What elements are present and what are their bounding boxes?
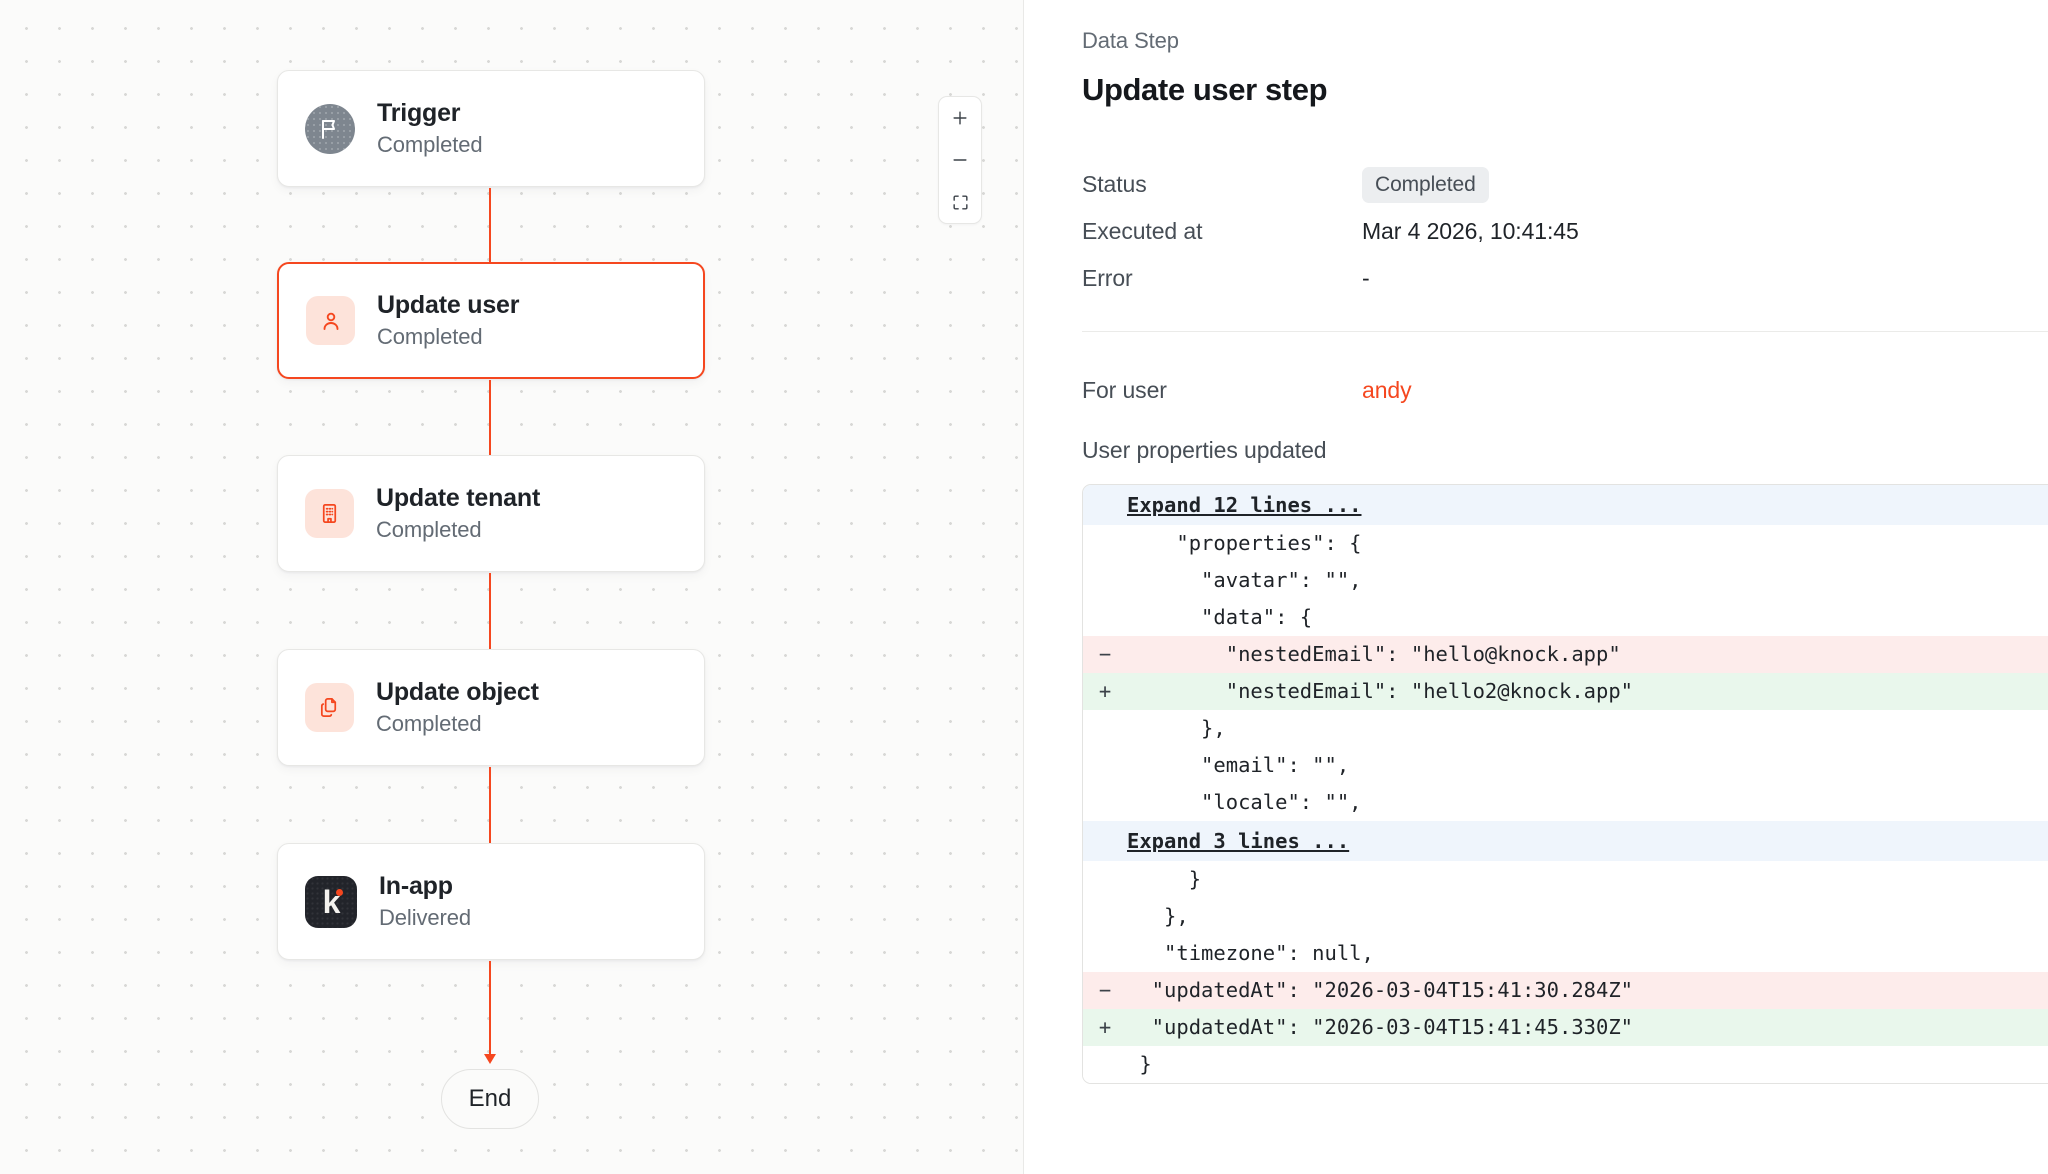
executed-at-label: Executed at [1082,218,1203,244]
user-icon [306,296,355,345]
diff-line-row: + "updatedAt": "2026-03-04T15:41:45.330Z… [1083,1009,2048,1046]
diff-sign: + [1098,679,1112,703]
status-badge: Completed [1362,166,1489,203]
diff-code: }, [1127,716,1226,740]
diff-line-row: } [1083,1046,2048,1083]
end-label: End [468,1085,512,1112]
diff-line-row: − "updatedAt": "2026-03-04T15:41:30.284Z… [1083,972,2048,1009]
step-detail-panel: Data Step Update user step Status Comple… [1024,0,2048,1174]
workflow-node-end[interactable]: End [441,1069,539,1129]
error-value: - [1362,265,1370,291]
diff-code: } [1127,1052,1152,1076]
node-title: Update user [377,291,520,319]
for-user-link[interactable]: andy [1362,377,1412,403]
node-status: Completed [377,132,483,157]
step-meta-list: Status Completed Executed at Mar 4 2026,… [1082,161,2048,302]
node-status: Completed [376,711,482,736]
panel-divider [1082,331,2048,332]
executed-at-value: Mar 4 2026, 10:41:45 [1362,218,1579,244]
diff-line-row: "avatar": "", [1083,562,2048,599]
diff-sign: − [1098,642,1112,666]
node-title: Update tenant [376,484,541,512]
diff-line-row: + "nestedEmail": "hello2@knock.app" [1083,673,2048,710]
flag-icon [305,103,355,154]
diff-line-row: "timezone": null, [1083,935,2048,972]
diff-code: "avatar": "", [1127,568,1362,592]
meta-row-executed-at: Executed at Mar 4 2026, 10:41:45 [1082,208,2048,255]
status-label: Status [1082,171,1147,197]
diff-code: "email": "", [1127,753,1350,777]
diff-code: "nestedEmail": "hello2@knock.app" [1127,679,1634,703]
copy-icon [305,683,354,732]
building-icon [305,489,354,538]
workflow-node-in-app[interactable]: k In-app Delivered [277,843,705,960]
diff-line-row: "data": { [1083,599,2048,636]
fit-view-button[interactable] [939,181,981,223]
connector-arrow [484,961,496,1064]
diff-line-row: − "nestedEmail": "hello@knock.app" [1083,636,2048,673]
node-title: Trigger [377,99,461,127]
diff-code: "updatedAt": "2026-03-04T15:41:30.284Z" [1127,978,1634,1002]
diff-code: "locale": "", [1127,790,1362,814]
user-properties-diff[interactable]: Expand 12 lines ... "properties": { "ava… [1082,484,2048,1084]
page-title: Update user step [1082,72,1328,107]
workflow-node-update-object[interactable]: Update object Completed [277,649,705,766]
node-status: Completed [377,324,483,349]
meta-row-for-user: For user andy [1082,367,2048,414]
diff-line-row: } [1083,861,2048,898]
diff-code: "data": { [1127,605,1313,629]
diff-line-row: }, [1083,710,2048,747]
diff-code: } [1127,867,1202,891]
node-status: Delivered [379,905,472,930]
diff-code: "timezone": null, [1127,941,1374,965]
diff-line-row: "properties": { [1083,525,2048,562]
diff-line-row: }, [1083,898,2048,935]
zoom-out-button[interactable] [939,139,981,181]
zoom-in-button[interactable] [939,97,981,139]
diff-code: "updatedAt": "2026-03-04T15:41:45.330Z" [1127,1015,1634,1039]
node-status: Completed [376,517,482,542]
diff-code: }, [1127,904,1189,928]
user-properties-label: User properties updated [1082,437,1327,463]
workflow-canvas[interactable]: Trigger Completed Update user Completed [0,0,1024,1174]
diff-expand-row[interactable]: Expand 12 lines ... [1083,485,2048,525]
workflow-node-update-tenant[interactable]: Update tenant Completed [277,455,705,572]
node-title: In-app [379,872,453,900]
knock-logo-icon: k [305,875,357,928]
workflow-node-trigger[interactable]: Trigger Completed [277,70,705,187]
diff-sign: + [1098,1015,1112,1039]
for-user-label: For user [1082,377,1167,403]
node-title: Update object [376,678,539,706]
meta-row-error: Error - [1082,255,2048,302]
meta-row-status: Status Completed [1082,161,2048,208]
workflow-graph: Trigger Completed Update user Completed [0,0,1023,1174]
diff-expand-row[interactable]: Expand 3 lines ... [1083,821,2048,861]
diff-code: "nestedEmail": "hello@knock.app" [1127,642,1621,666]
diff-code: "properties": { [1127,531,1362,555]
diff-sign: − [1098,978,1112,1002]
workflow-node-update-user[interactable]: Update user Completed [277,262,705,379]
panel-eyebrow: Data Step [1082,28,1179,53]
diff-line-row: "locale": "", [1083,784,2048,821]
zoom-controls[interactable] [938,96,982,224]
error-label: Error [1082,265,1133,291]
diff-code: Expand 3 lines ... [1127,829,1350,853]
diff-line-row: "email": "", [1083,747,2048,784]
diff-code: Expand 12 lines ... [1127,493,1362,517]
